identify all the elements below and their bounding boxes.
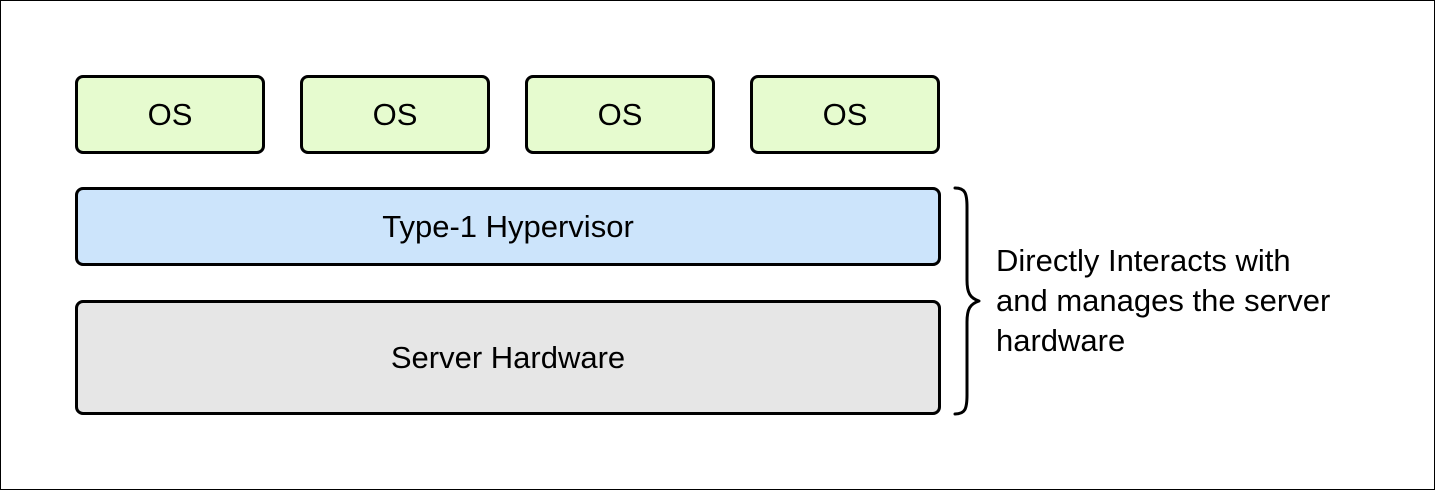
hypervisor-layer: Type-1 Hypervisor [75,187,941,266]
hypervisor-label: Type-1 Hypervisor [382,208,634,244]
os-box-label: OS [147,96,193,132]
annotation-line: hardware [996,323,1126,358]
os-box-label: OS [372,96,418,132]
os-box-4: OS [750,75,940,154]
os-box-1: OS [75,75,265,154]
annotation-line: and manages the server [996,283,1331,318]
server-hardware-label: Server Hardware [390,339,626,375]
server-hardware-layer: Server Hardware [75,300,941,415]
os-box-label: OS [822,96,868,132]
os-box-2: OS [300,75,490,154]
os-box-3: OS [525,75,715,154]
os-box-label: OS [597,96,643,132]
annotation-text: Directly Interacts with and manages the … [996,241,1396,361]
annotation-line: Directly Interacts with [996,243,1291,278]
curly-brace-icon [953,186,981,416]
